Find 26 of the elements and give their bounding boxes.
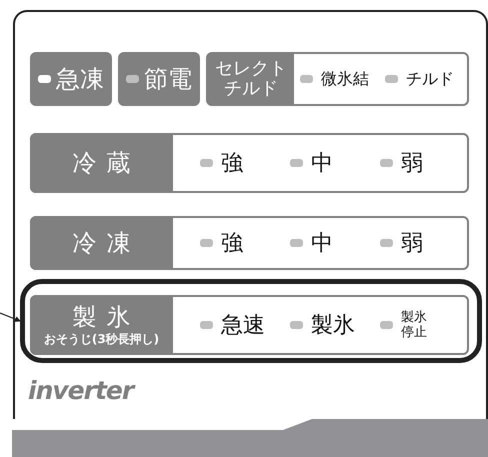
panel-label: inverter <box>28 376 134 405</box>
control-panel <box>13 10 488 419</box>
control-row <box>30 133 469 193</box>
row-label: 製氷 <box>72 303 140 331</box>
row-note: おそうじ(3秒長押し) <box>44 331 160 347</box>
highlight-frame <box>20 279 482 363</box>
group-label: セレクトチルド <box>214 57 288 101</box>
option-label: 製氷停止 <box>401 310 428 340</box>
mode-button: 急凍 <box>30 52 112 106</box>
option-label: 弱 <box>401 150 423 178</box>
option-label: 微氷結 <box>321 68 369 90</box>
option-label: 弱 <box>401 230 423 258</box>
option-label: 強 <box>221 150 243 178</box>
option-label: 急速 <box>221 312 265 340</box>
option-label: 中 <box>311 150 333 178</box>
row-label: 冷凍 <box>30 216 173 270</box>
control-row <box>30 216 469 270</box>
control-row <box>30 295 469 355</box>
leader-arrow <box>0 312 21 322</box>
option-label: 強 <box>221 230 243 258</box>
selector-group <box>206 52 469 106</box>
mode-button: 節電 <box>118 52 200 106</box>
option-label: 製氷 <box>311 312 355 340</box>
option-label: チルド <box>406 68 454 90</box>
row-label: 冷蔵 <box>30 133 173 193</box>
option-label: 中 <box>311 230 333 258</box>
